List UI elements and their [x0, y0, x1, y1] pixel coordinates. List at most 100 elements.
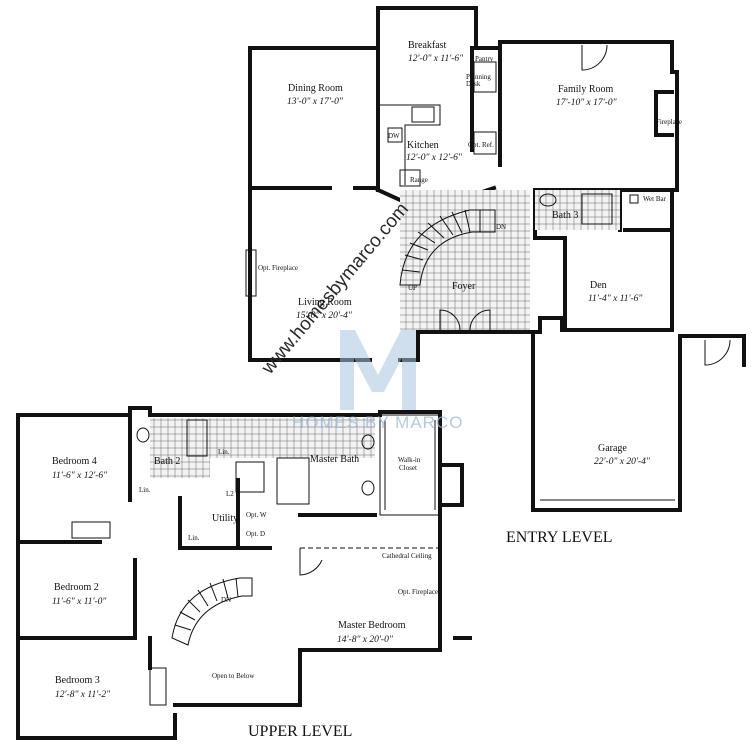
dishwasher: [387, 127, 403, 143]
garage-door-swing: [704, 339, 731, 366]
entry-dn-label: DN: [496, 223, 506, 231]
master-sink-2: [361, 480, 375, 496]
foyer-name: Foyer: [452, 281, 476, 292]
bedroom2-dims: 11'-6" x 11'-0": [52, 597, 107, 607]
bedroom4-dims: 11'-6" x 12'-6": [52, 471, 108, 481]
garage-walls: [531, 334, 746, 512]
bath3-sink: [539, 193, 557, 207]
kitchen-dims: 12'-0" x 12'-6": [406, 153, 463, 163]
opt-d-label: Opt. D: [246, 530, 265, 538]
upper-dn-label: DN: [221, 596, 231, 604]
linen-shelves-bed4: [71, 521, 111, 539]
range-box: [399, 169, 421, 187]
dining-name: Dining Room: [288, 83, 343, 94]
master-sink-1: [361, 434, 375, 450]
breakfast-dims: 12'-0" x 11'-6": [408, 54, 464, 64]
entry-exterior-wall: [248, 6, 679, 332]
den-dims: 11'-4" x 11'-6": [588, 294, 643, 304]
bath3-shower: [581, 193, 613, 225]
bath3-name: Bath 3: [552, 210, 578, 221]
dining-dims: 13'-0" x 17'-0": [287, 97, 344, 107]
living-dims: 15'-0" x 20'-4": [296, 311, 353, 321]
fireplace-label: Fireplace: [656, 118, 682, 126]
stair-treads: [401, 209, 481, 273]
entry-west-wall: [248, 46, 372, 362]
lin-label-2: Lin.: [139, 486, 151, 494]
master-shower: [235, 461, 265, 493]
lin-label-3: Lin.: [188, 534, 200, 542]
garage-name: Garage: [598, 443, 627, 454]
bath3-tile: [535, 190, 620, 230]
kitchen-name: Kitchen: [407, 140, 439, 151]
opt-ref-box: [473, 131, 497, 155]
upper-north-wall: [16, 406, 442, 550]
master-bedroom-dims: 14'-8" x 20'-0": [337, 635, 394, 645]
entry-south-wall: [398, 316, 674, 362]
watermark-url: www.homesbymarco.com: [257, 199, 413, 379]
linen-shelves-bed3: [149, 667, 167, 706]
front-door-swing-2: [469, 309, 491, 331]
bedroom2-name: Bedroom 2: [54, 582, 99, 593]
entry-labels: Breakfast 12'-0" x 11'-6" Pantry Plannin…: [258, 40, 682, 546]
opt-w-label: Opt. W: [246, 511, 267, 519]
family-dims: 17'-10" x 17'-0": [556, 98, 618, 108]
wet-bar-label: Wet Bar: [643, 195, 667, 203]
opt-fireplace-outline: [245, 249, 257, 297]
upper-opt-fireplace-label: Opt. Fireplace: [398, 588, 438, 596]
bath2-tile: [150, 418, 210, 478]
den-name: Den: [590, 280, 607, 291]
family-fireplace: [654, 90, 674, 137]
entry-level-title: ENTRY LEVEL: [506, 529, 613, 546]
watermark-brand: HOMES BY MARCO: [292, 413, 463, 432]
planning-label-1: Planning: [466, 73, 491, 81]
utility-name: Utility: [212, 513, 238, 524]
marco-logo-icon: [340, 330, 416, 410]
upper-level-title: UPPER LEVEL: [248, 723, 352, 740]
upper-labels: Bedroom 4 11'-6" x 12'-6" Bath 2 Lin. Ma…: [52, 448, 438, 740]
entry-staircase: [399, 209, 496, 286]
dw-label: DW: [388, 132, 400, 140]
wet-bar-sink: [629, 194, 639, 204]
walkin-name-1: Walk-in: [398, 456, 421, 464]
master-bath-tile: [210, 418, 375, 458]
kitchen-counter: [380, 104, 441, 185]
front-door-swing: [439, 309, 461, 331]
upper-west-wall: [16, 413, 177, 740]
cathedral-label: Cathedral Ceiling: [382, 552, 432, 560]
opt-fireplace-label: Opt. Fireplace: [258, 264, 298, 272]
master-bath-name: Master Bath: [310, 454, 359, 465]
pantry-label: Pantry: [475, 55, 494, 63]
planning-label-2: Desk: [466, 80, 481, 88]
lin-label-1: Lin.: [218, 448, 230, 456]
bedroom3-name: Bedroom 3: [55, 675, 100, 686]
open-below-label: Open to Below: [212, 672, 255, 680]
master-fireplace-chase: [438, 463, 464, 507]
opt-ref-label: Opt. Ref.: [468, 141, 494, 149]
entry-level-plan: [245, 6, 746, 512]
upper-south-wall: [173, 546, 442, 707]
l2-label: L2: [226, 490, 234, 498]
walkin-name-2: Closet: [399, 464, 417, 472]
upper-stair-treads: [174, 577, 239, 631]
bedroom3-dims: 12'-8" x 11'-2": [55, 690, 111, 700]
living-name: Living Room: [298, 297, 352, 308]
garage-dims: 22'-0" x 20'-4": [594, 457, 651, 467]
bedroom4-name: Bedroom 4: [52, 456, 97, 467]
bath2-sink: [136, 427, 150, 443]
bath2-tub: [186, 419, 208, 457]
upper-staircase: [171, 577, 253, 646]
entry-up-label: UP: [408, 284, 417, 292]
family-door-swing: [581, 44, 608, 71]
range-label: Range: [410, 176, 428, 184]
master-tub: [276, 457, 310, 505]
planning-desk: [473, 61, 497, 93]
breakfast-name: Breakfast: [408, 40, 447, 51]
master-bedroom-name: Master Bedroom: [338, 620, 406, 631]
master-door-swing: [299, 548, 323, 576]
bath2-name: Bath 2: [154, 456, 180, 467]
den-west-wall: [533, 236, 567, 332]
family-name: Family Room: [558, 84, 614, 95]
kitchen-sink: [411, 106, 435, 123]
upper-level-plan: [16, 406, 472, 740]
